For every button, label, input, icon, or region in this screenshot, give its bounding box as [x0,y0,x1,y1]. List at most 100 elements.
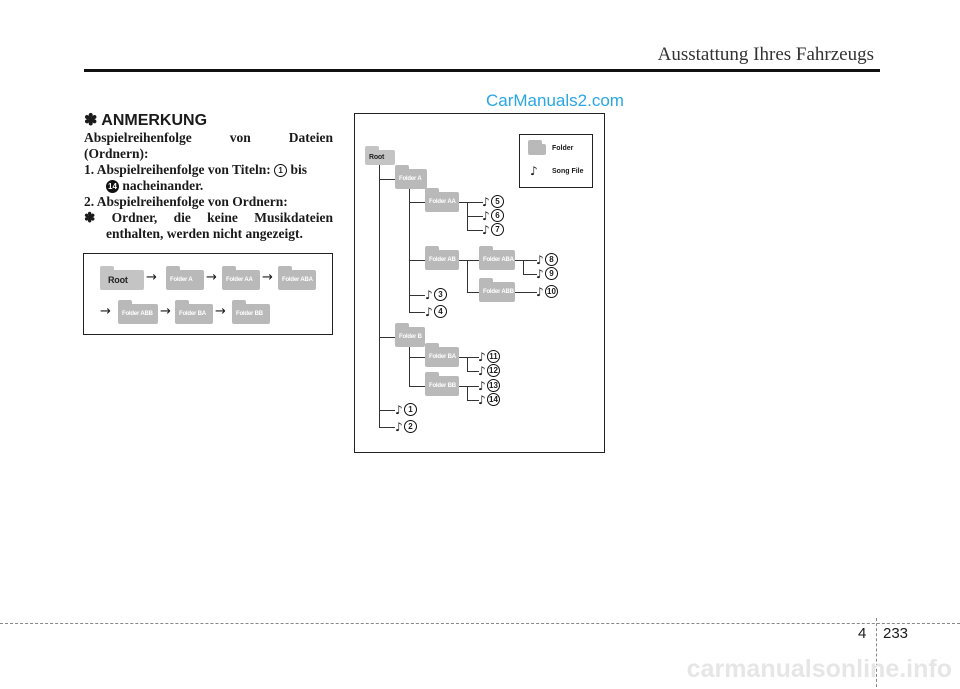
connector [467,400,479,401]
header-rule [84,69,880,72]
track-number: 1 [404,403,417,416]
note-item1: 1. Abspielreihenfolge von Titeln: 1 bis [84,162,344,178]
seq-folder-bb: Folder BB [232,300,270,324]
tree-folder-ab: Folder AB [425,246,459,270]
connector [515,260,537,261]
connector [409,189,410,312]
seq-folder-aa: Folder AA [222,266,260,290]
seq-arrow: → [100,304,111,319]
song-file-icon: ♪ [482,195,490,209]
tree-folder-aa: Folder AA [425,188,459,212]
tree-folder-root: Root [365,146,395,165]
connector [467,216,483,217]
seq-arrow: → [160,304,171,319]
connector [523,260,524,274]
track-number: 8 [545,253,558,266]
folder-sequence-box: Root → Folder A → Folder AA → Folder ABA… [83,253,333,335]
connector [379,410,395,411]
connector [379,165,380,427]
connector [409,386,425,387]
connector [459,260,479,261]
track-number: 4 [434,305,447,318]
footer-separator [876,618,877,687]
seq-folder-root: Root [100,266,144,290]
track-number-1-badge: 1 [274,164,288,177]
seq-arrow: → [146,270,157,285]
song-file-icon: ♪ [482,223,490,237]
connector [467,230,483,231]
legend-folder-label: Folder [552,145,574,152]
track-number: 5 [491,195,504,208]
song-file-icon: ♪ [478,364,486,378]
seq-folder-a: Folder A [166,266,204,290]
track-number: 2 [404,420,417,433]
tree-legend: Folder ♪ Song File [519,134,593,188]
chapter-number: 4 [858,625,867,642]
song-file-icon: ♪ [395,420,403,434]
song-file-icon: ♪ [425,288,433,302]
connector [409,295,425,296]
connector [459,357,479,358]
track-number: 7 [491,223,504,236]
track-number: 13 [487,379,500,392]
connector [409,260,425,261]
connector [409,357,425,358]
tree-folder-b: Folder B [395,323,425,347]
song-file-icon: ♪ [478,393,486,407]
page-header-title: Ausstattung Ihres Fahrzeugs [657,44,874,65]
track-number: 11 [487,350,500,363]
note-item1-cont: 14 nacheinander. [106,178,355,194]
note-heading: ✽ ANMERKUNG [84,112,208,129]
note-para1-line1: Abspielreihenfolge von Dateien [84,130,333,145]
song-file-icon: ♪ [425,305,433,319]
seq-arrow: → [262,270,273,285]
tree-folder-ba: Folder BA [425,343,459,367]
tree-folder-a: Folder A [395,165,427,189]
connector [515,292,537,293]
track-number: 10 [545,285,558,298]
page-number: 233 [883,625,909,642]
connector [459,202,483,203]
song-file-icon: ♪ [478,350,486,364]
note-para1-line2: (Ordnern): [84,146,149,161]
connector [379,179,395,180]
note-item1-tail: nacheinander. [122,178,204,193]
note-item1-prefix: 1. Abspielreihenfolge von Titeln: [84,162,271,177]
connector [409,202,425,203]
connector [467,357,468,371]
connector [409,347,410,386]
legend-song-icon: ♪ [530,164,538,178]
connector [379,337,395,338]
track-number: 14 [487,393,500,406]
track-number: 6 [491,209,504,222]
seq-folder-ba: Folder BA [175,300,213,324]
connector [467,371,479,372]
song-file-icon: ♪ [395,403,403,417]
seq-arrow: → [206,270,217,285]
tree-folder-bb: Folder BB [425,372,459,396]
song-file-icon: ♪ [478,379,486,393]
seq-arrow: → [215,304,226,319]
seq-folder-aba: Folder ABA [278,266,316,290]
note-item3-line1: ✽ Ordner, die keine Musikdateien [84,210,333,225]
watermark-bottom: carmanualsonline.info [686,655,952,683]
track-number: 9 [545,267,558,280]
connector [467,260,468,292]
connector [467,386,468,400]
watermark-top: CarManuals2.com [486,91,624,110]
track-number-14-badge: 14 [106,180,119,193]
connector [379,427,395,428]
song-file-icon: ♪ [536,285,544,299]
tree-folder-aba: Folder ABA [479,246,515,270]
tree-folder-abb: Folder ABB [479,278,515,302]
connector [467,292,479,293]
song-file-icon: ♪ [536,253,544,267]
connector [523,274,537,275]
note-item1-bis: bis [290,162,308,177]
track-number: 12 [487,364,500,377]
note-item2: 2. Abspielreihenfolge von Ordnern: [84,194,288,209]
seq-folder-abb: Folder ABB [118,300,158,324]
connector [409,312,425,313]
legend-folder-icon [528,140,546,155]
connector [459,386,479,387]
